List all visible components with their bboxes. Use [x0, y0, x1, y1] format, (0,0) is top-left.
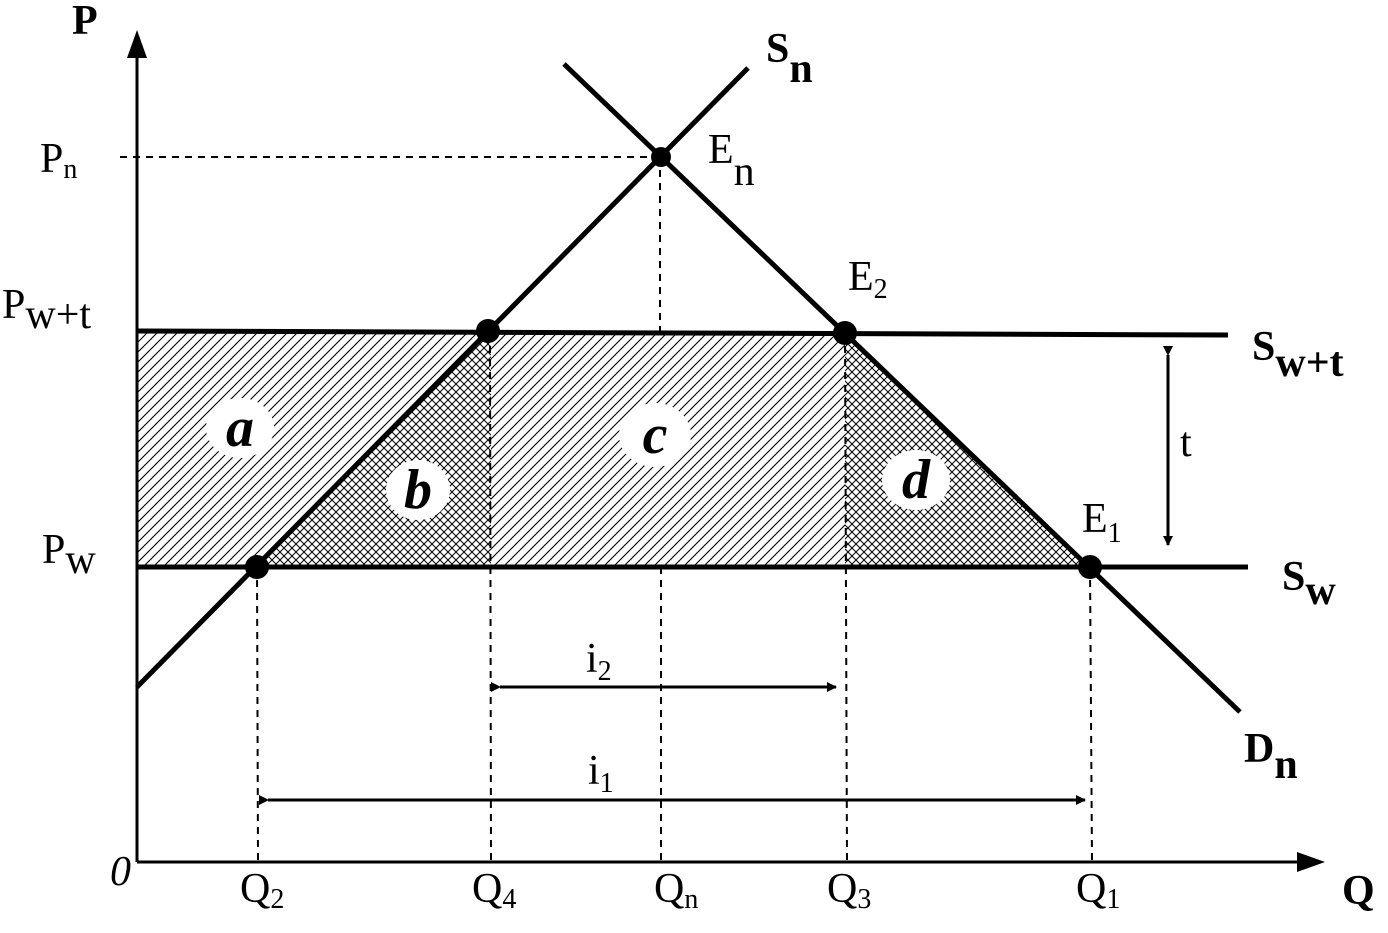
point-e1: [1078, 555, 1102, 579]
area-a-halo: [206, 398, 274, 458]
import-label-i2: i2: [586, 636, 612, 687]
origin-label: 0: [110, 849, 131, 895]
curve-label-sn: Sn: [766, 26, 813, 92]
area-b-halo: [386, 460, 450, 520]
quantity-label-q1: Q1: [1076, 866, 1120, 915]
curve-label-dn: Dn: [1244, 726, 1298, 788]
point-supply-world-tariff: [476, 319, 500, 343]
q3-guide: [844, 332, 848, 863]
point-e2: [833, 321, 857, 345]
quantity-label-q3: Q3: [827, 866, 871, 915]
price-label-pw: Pw: [42, 527, 96, 583]
area-a-region: [138, 331, 488, 567]
demand-curve-dn: [562, 62, 1242, 714]
area-label-b: b: [404, 459, 432, 521]
q1-guide: [1089, 566, 1093, 863]
curve-label-sw: Sw: [1282, 554, 1336, 614]
point-label-e2: E2: [848, 254, 888, 305]
area-label-a: a: [226, 397, 254, 459]
area-label-c: c: [643, 404, 668, 466]
q4-guide: [489, 332, 492, 863]
area-d-halo: [882, 450, 950, 510]
point-label-en: En: [708, 127, 755, 195]
quantity-label-q2: Q2: [240, 866, 284, 915]
price-label-pn: Pn: [40, 136, 77, 185]
area-c-halo: [619, 403, 691, 467]
curve-label-swt: Sw+t: [1252, 324, 1344, 386]
quantity-label-q4: Q4: [472, 866, 516, 915]
area-label-d: d: [902, 449, 931, 511]
x-axis-arrowhead: [1297, 852, 1325, 872]
point-supply-world: [245, 555, 269, 579]
q2-guide: [256, 566, 259, 863]
swt-line: [137, 328, 1229, 338]
y-axis-arrowhead: [127, 30, 147, 58]
y-axis-label: P: [72, 0, 98, 44]
price-label-pwt: Pw+t: [2, 282, 91, 338]
x-axis-label: Q: [1342, 868, 1375, 914]
import-label-i1: i1: [588, 748, 614, 799]
point-en: [651, 147, 671, 167]
quantity-label-qn: Qn: [654, 866, 698, 915]
point-label-e1: E1: [1082, 496, 1122, 549]
supply-curve-sn: [135, 66, 750, 689]
tariff-label: t: [1180, 420, 1192, 466]
